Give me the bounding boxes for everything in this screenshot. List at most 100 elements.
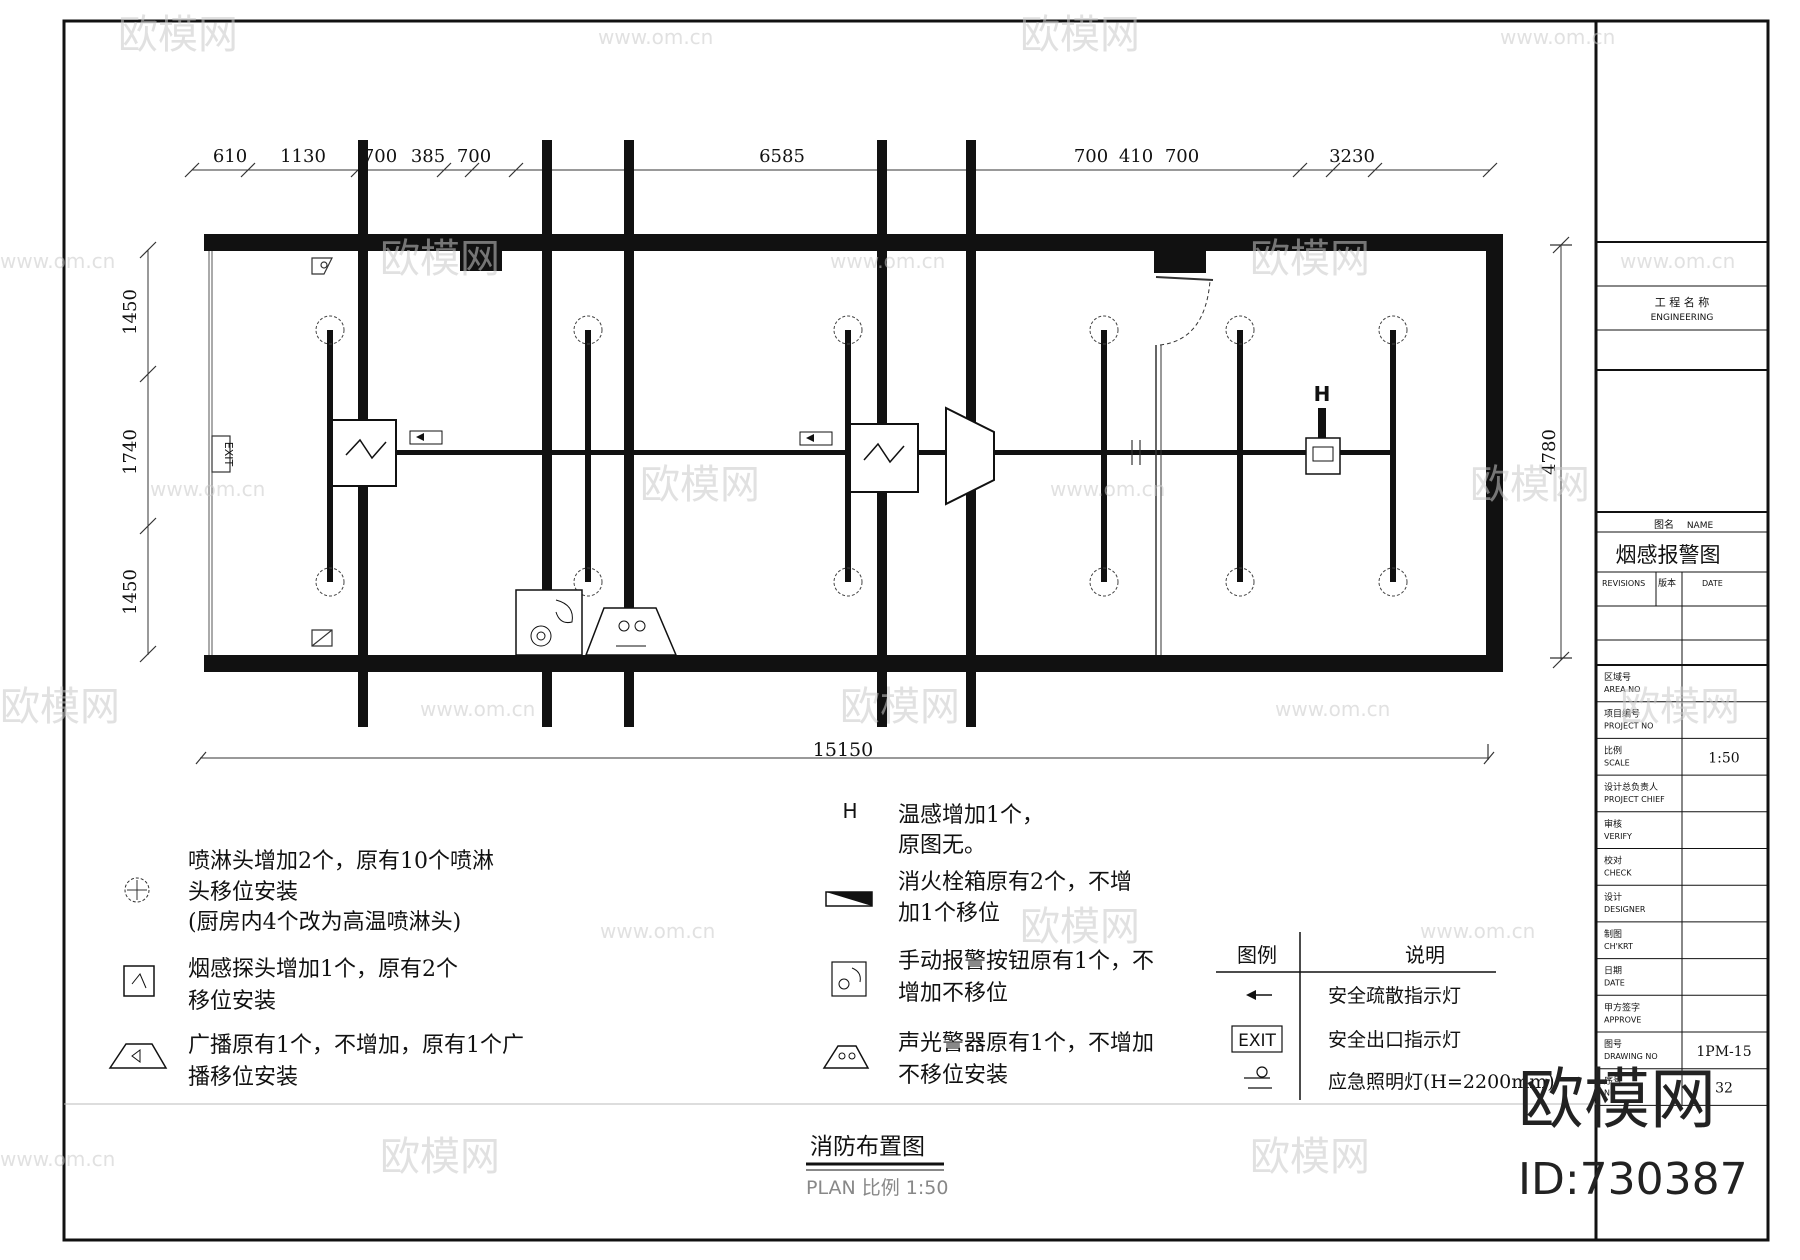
sprinkler-branch-pipe <box>327 330 333 582</box>
dim-top-5: 700 <box>457 146 491 167</box>
dim-top-3: 700 <box>363 146 397 167</box>
sprinkler-head-icon <box>1089 567 1119 597</box>
note-smoke-line-1: 烟感探头增加1个，原有2个 <box>188 957 458 982</box>
sprinkler-branch-pipe <box>845 330 851 582</box>
tb-row-label-cn: 校对 <box>1604 855 1622 867</box>
tb-row-label-cn: 甲方签字 <box>1604 1001 1640 1013</box>
note-sprinkler-line-2: 头移位安装 <box>188 880 298 905</box>
watermark-url: www.om.cn <box>600 919 715 943</box>
valve-icon <box>1131 440 1141 465</box>
watermark-brand: 欧模网 <box>0 684 120 730</box>
sprinkler-head-icon <box>1378 315 1408 345</box>
sprinkler-branch-pipe <box>1390 330 1396 582</box>
watermark-brand: 欧模网 <box>1620 684 1740 730</box>
dim-tick <box>464 162 480 178</box>
tb-row-label-en: DRAWING NO <box>1604 1052 1658 1061</box>
watermark-url: www.om.cn <box>830 249 945 273</box>
dim-top-4: 385 <box>411 146 445 167</box>
evacuation-indicator-icon <box>409 430 443 445</box>
sprinkler-head-icon <box>573 567 603 597</box>
note-speaker-line-2: 播移位安装 <box>188 1065 298 1090</box>
watermark-url: www.om.cn <box>1500 25 1615 49</box>
watermark-brand: 欧模网 <box>1020 904 1140 950</box>
watermark-brand: 欧模网 <box>640 462 760 508</box>
legend-header-symbol: 图例 <box>1237 943 1277 967</box>
legend-arrow-icon <box>1246 990 1272 1000</box>
hydrant-box <box>1154 251 1206 273</box>
sprinkler-head-icon <box>833 567 863 597</box>
watermark-url: www.om.cn <box>0 249 115 273</box>
watermark-brand: 欧模网 <box>380 236 500 282</box>
wall-top <box>204 234 1502 251</box>
hydrant-box-2 <box>460 251 502 271</box>
watermark-brand: 欧模网 <box>118 12 238 58</box>
tb-name-label-cn: 图名 <box>1654 518 1674 531</box>
tb-project-label-cn: 工 程 名 称 <box>1655 295 1710 309</box>
note-sprinkler-line-3: (厨房内4个改为高温喷淋头) <box>188 910 461 935</box>
dim-tick <box>1325 162 1341 178</box>
tb-row-value: 1PM-15 <box>1696 1044 1751 1060</box>
dim-left-1: 1450 <box>120 289 141 335</box>
watermark-brand: 欧模网 <box>1020 12 1140 58</box>
note-heat-line-2: 原图无。 <box>898 833 986 858</box>
tb-drawing-name: 烟感报警图 <box>1616 543 1721 567</box>
legend-exit-box <box>1231 1025 1283 1053</box>
tb-row-label-en: DESIGNER <box>1604 905 1646 914</box>
watermark-brand-large: 欧模网 <box>1518 1061 1716 1138</box>
tb-row-label-en: CH'KRT <box>1604 942 1633 951</box>
speaker-legend-icon <box>108 1043 168 1069</box>
exit-sign-label: EXIT <box>222 442 235 467</box>
note-smoke-line-2: 移位安装 <box>188 989 276 1014</box>
manual-alarm-icon <box>515 589 583 656</box>
dim-top-2: 1130 <box>280 146 326 167</box>
tb-row-label-cn: 日期 <box>1604 966 1622 977</box>
tb-version: 版本 <box>1658 577 1676 589</box>
note-hydrant-line-1: 消火栓箱原有2个，不增 <box>898 870 1132 895</box>
evacuation-indicator-icon <box>799 431 833 446</box>
note-speaker-line-1: 广播原有1个，不增加，原有1个广 <box>188 1033 524 1058</box>
legend-emergency-light-icon <box>1244 1066 1272 1089</box>
tb-row-value: 1:50 <box>1708 750 1739 766</box>
watermark-brand: 欧模网 <box>1470 462 1590 508</box>
notes: 喷淋头增加2个，原有10个喷淋 头移位安装 (厨房内4个改为高温喷淋头) 烟感探… <box>108 799 1154 1090</box>
note-hydrant-line-2: 加1个移位 <box>898 901 1000 926</box>
tb-row-label-cn: 序号 <box>1604 1075 1622 1087</box>
speaker-icon <box>945 406 995 506</box>
tb-row-label-en: PROJECT NO <box>1604 722 1653 731</box>
dim-left-3: 1450 <box>120 569 141 615</box>
sheet-border <box>62 19 1770 1242</box>
dim-tick <box>1292 162 1308 178</box>
smoke-legend-icon <box>123 965 155 997</box>
structural-column <box>624 140 634 727</box>
title-block: 工 程 名 称 ENGINEERING 图名 NAME 烟感报警图 REVISI… <box>1596 241 1768 1106</box>
watermark-brand: 欧模网 <box>840 684 960 730</box>
watermarks: 欧模网欧模网欧模网欧模网欧模网欧模网欧模网欧模网欧模网欧模网欧模网欧模网欧模网w… <box>0 12 1740 1180</box>
watermark-brand: 欧模网 <box>380 1134 500 1180</box>
dim-tick <box>1367 162 1383 178</box>
sprinkler-head-icon <box>315 567 345 597</box>
tb-row-label-cn: 设计总负责人 <box>1604 781 1658 793</box>
note-manual-alarm-line-1: 手动报警按钮原有1个，不 <box>898 949 1154 974</box>
tb-row-value: 32 <box>1715 1081 1733 1097</box>
strobe-alarm-icon <box>584 607 678 656</box>
dim-tick <box>436 162 452 178</box>
tb-date-header: DATE <box>1702 579 1723 588</box>
note-strobe-line-1: 声光警器原有1个，不增加 <box>898 1031 1154 1056</box>
note-sprinkler-line-1: 喷淋头增加2个，原有10个喷淋 <box>188 849 494 874</box>
legend-row-3-desc: 应急照明灯(H=2200mm) <box>1328 1071 1555 1093</box>
sprinkler-head-icon <box>833 315 863 345</box>
smoke-detector-icon <box>331 419 397 487</box>
dim-top-1: 610 <box>213 146 247 167</box>
watermark-url: www.om.cn <box>1050 477 1165 501</box>
watermark-url: www.om.cn <box>150 477 265 501</box>
tb-revisions: REVISIONS <box>1602 579 1645 588</box>
tb-name-label-en: NAME <box>1687 521 1714 531</box>
tb-row-label-en: CHECK <box>1604 869 1632 878</box>
door-leaf <box>1155 276 1214 281</box>
hydrant-legend-icon <box>825 891 873 907</box>
wall-bottom <box>204 655 1502 672</box>
dim-top-6: 6585 <box>759 146 805 167</box>
sprinkler-head-icon <box>1378 567 1408 597</box>
structural-column <box>542 140 552 727</box>
